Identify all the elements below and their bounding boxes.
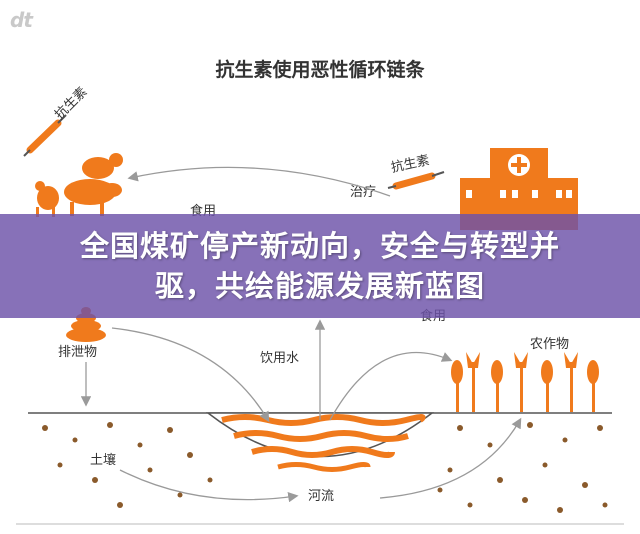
arrow-soil-river — [119, 469, 299, 503]
antibiotic-label-top: 抗生素 — [52, 85, 90, 123]
excrement-label: 排泄物 — [58, 345, 97, 360]
watermark-logo: dt — [10, 8, 33, 32]
soil-dots — [42, 422, 608, 513]
diagram-title: 抗生素使用恶性循环链条 — [215, 58, 425, 81]
headline-banner: 全国煤矿停产新动向，安全与转型并 驱，共绘能源发展新蓝图 — [0, 214, 640, 318]
headline-line-1: 全国煤矿停产新动向，安全与转型并 — [79, 229, 560, 263]
crops-icon — [451, 352, 599, 412]
syringe-icon-left — [23, 114, 67, 157]
arrow-soil-crops — [379, 417, 522, 499]
river-label: 河流 — [308, 489, 334, 504]
crops-label: 农作物 — [530, 337, 569, 352]
syringe-icon-right — [387, 171, 445, 190]
arrow-river-crops — [329, 351, 453, 421]
drinking-water-label: 饮用水 — [260, 351, 299, 366]
arrow-treatment — [127, 166, 391, 197]
livestock-icon — [35, 153, 123, 217]
arrow-excrement-river — [111, 327, 270, 423]
soil-label: 土壤 — [90, 452, 116, 468]
headline-line-2: 驱，共绘能源发展新蓝图 — [154, 269, 485, 303]
river-basin — [205, 412, 435, 472]
antibiotic-label-right: 抗生素 — [390, 153, 431, 176]
